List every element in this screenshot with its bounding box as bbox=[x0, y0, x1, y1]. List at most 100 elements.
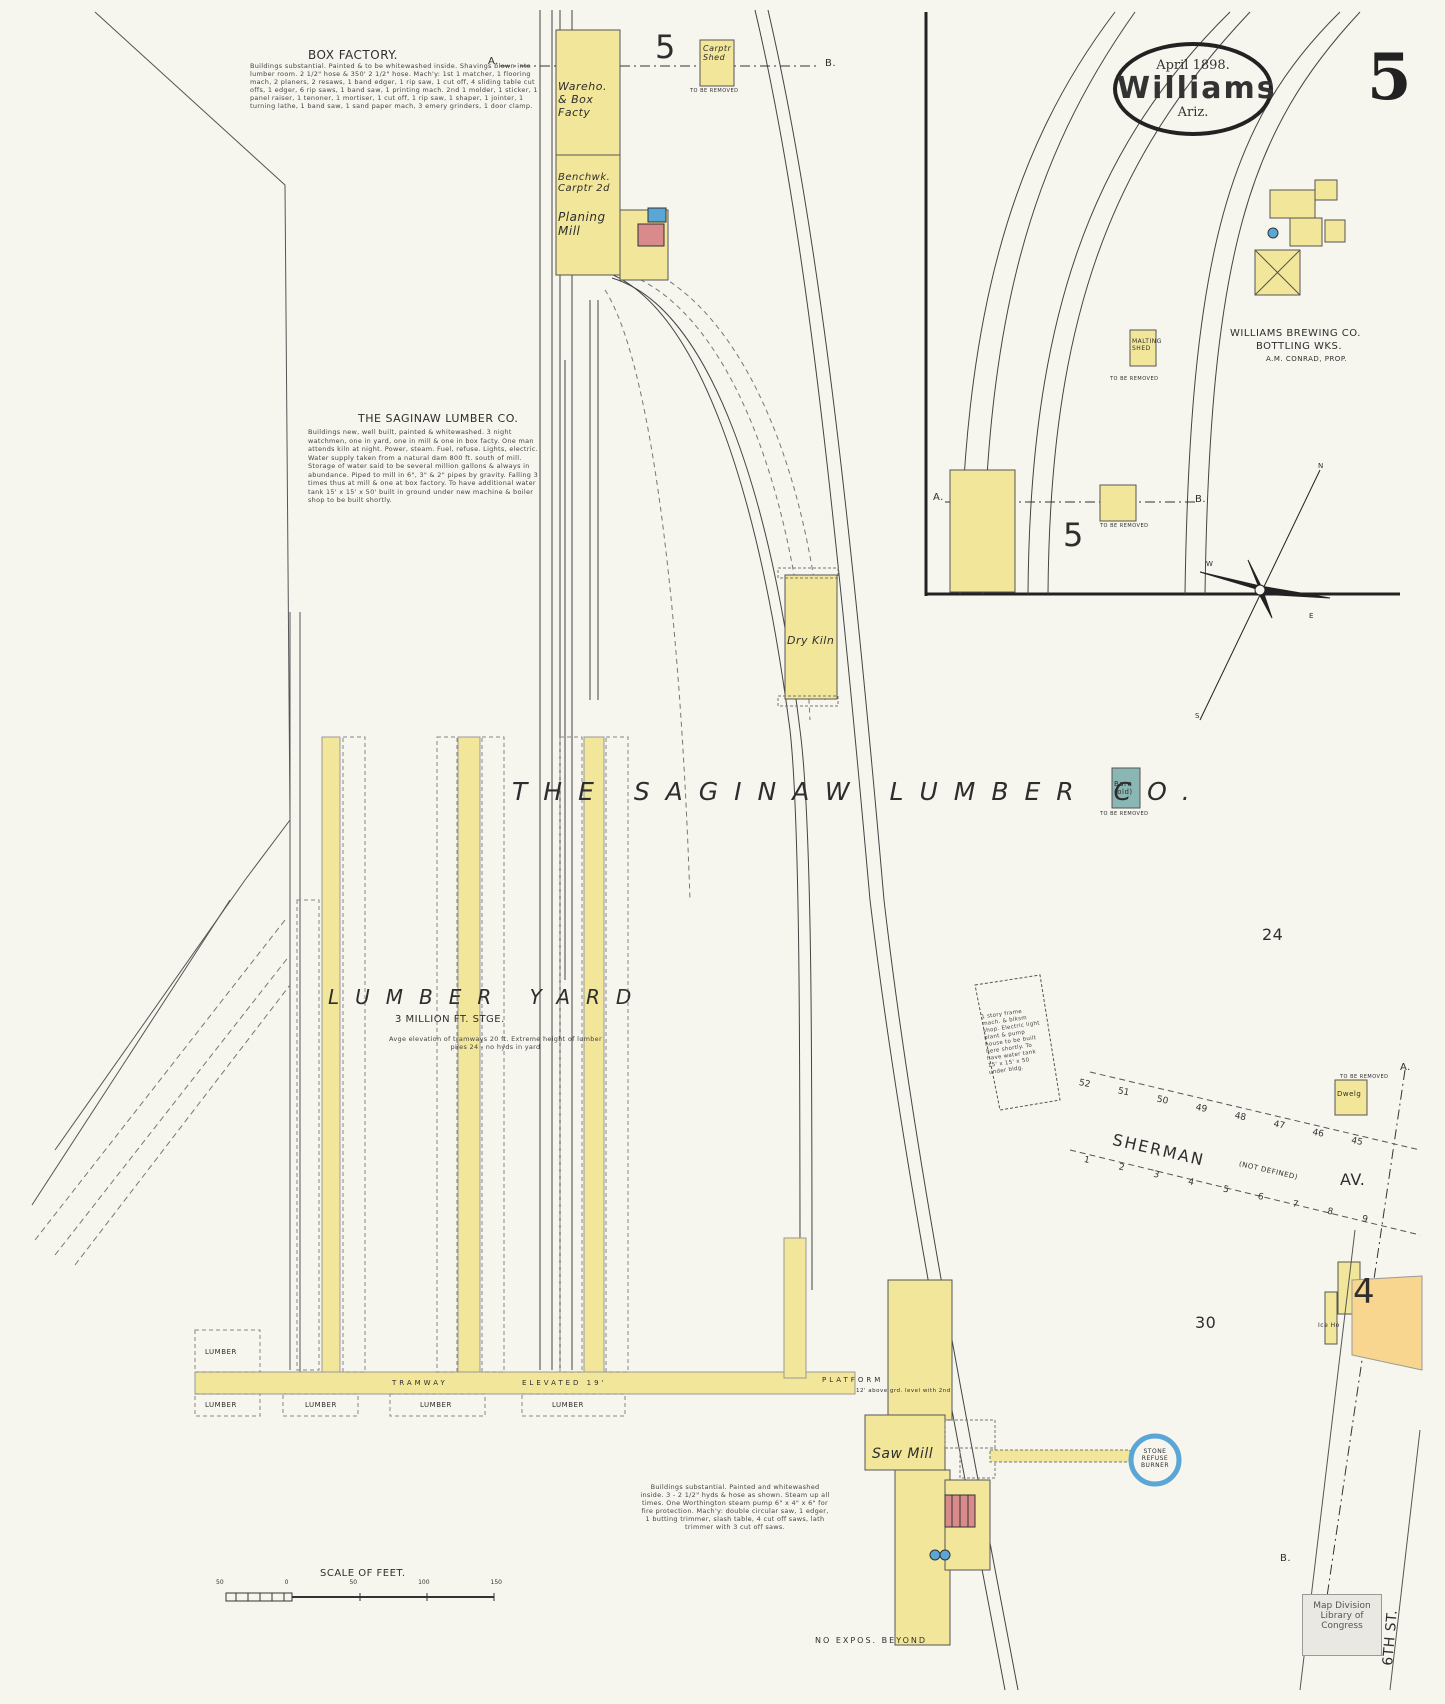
section-letter-b-inset: B. bbox=[1195, 494, 1207, 505]
scale-tick: 0 bbox=[284, 1579, 289, 1586]
ice-ho-label: Ice Ho bbox=[1318, 1322, 1340, 1329]
inset-frame bbox=[924, 12, 1400, 596]
block-number-5-top: 5 bbox=[655, 28, 676, 66]
lumber-yard-capacity: 3 million ft. stge. bbox=[395, 1014, 505, 1025]
saw-mill-label: Saw Mill bbox=[872, 1446, 934, 1462]
tramway-label: Tramway bbox=[392, 1379, 448, 1387]
scale-bar bbox=[225, 1592, 495, 1602]
brewery-name: Williams Brewing Co. bbox=[1230, 328, 1361, 339]
inset-tracks bbox=[959, 11, 1361, 595]
eastern-buildings bbox=[1324, 1079, 1423, 1371]
warehouse-label: Wareho. & Box Facty bbox=[558, 80, 608, 119]
block-number-4: 4 bbox=[1353, 1272, 1376, 1312]
section-letter-b-east: B. bbox=[1280, 1553, 1292, 1564]
lot-number: 47 bbox=[1272, 1119, 1286, 1132]
saginaw-note: Buildings new, well built, painted & whi… bbox=[308, 428, 539, 504]
scale-tick: 50 bbox=[216, 1579, 224, 1586]
section-letter-b-top: B. bbox=[825, 58, 837, 69]
library-stamp: Map Division Library of Congress bbox=[1302, 1594, 1382, 1656]
block-number-24: 24 bbox=[1262, 925, 1284, 944]
inset-buildings bbox=[949, 179, 1346, 809]
carptr-shed-removed: To be removed bbox=[690, 88, 739, 94]
section-letter-a-east: A. bbox=[1400, 1062, 1411, 1073]
tramways bbox=[194, 736, 856, 1395]
lot-number: 4 bbox=[1187, 1177, 1195, 1189]
title-city: Williams bbox=[1117, 71, 1277, 106]
brewery-sub: Bottling Wks. bbox=[1256, 341, 1342, 352]
compass-w: W bbox=[1206, 560, 1214, 568]
saw-mill-note: Buildings substantial. Painted and white… bbox=[640, 1483, 830, 1531]
section-letter-a-top: A. bbox=[488, 56, 499, 67]
scale-tick: 100 bbox=[418, 1579, 430, 1586]
block-number-30: 30 bbox=[1195, 1313, 1217, 1332]
no-expos-beyond-label: No Expos. Beyond bbox=[815, 1636, 928, 1645]
compass-e: E bbox=[1309, 612, 1314, 620]
barn-label: Barn (old) bbox=[1114, 780, 1133, 796]
dwelling-removed: To be removed bbox=[1340, 1074, 1389, 1080]
dwelling-label: Dwelg bbox=[1337, 1090, 1362, 1098]
lot-number: 7 bbox=[1291, 1199, 1300, 1211]
malting-shed-label: Malting Shed bbox=[1132, 338, 1162, 352]
compass-n: N bbox=[1318, 462, 1324, 470]
refuse-burner-label: Stone Refuse Burner bbox=[1140, 1448, 1170, 1469]
inset-e-removed: To be removed bbox=[1100, 523, 1149, 529]
sheet-number: 5 bbox=[1367, 40, 1412, 115]
lot-number: 49 bbox=[1194, 1102, 1208, 1115]
lumber-yard-label: Lumber Yard bbox=[328, 985, 648, 1009]
lot-number: 3 bbox=[1152, 1169, 1161, 1181]
lot-number: 45 bbox=[1350, 1135, 1364, 1149]
box-factory-buildings bbox=[555, 29, 839, 707]
lot-number: 52 bbox=[1077, 1078, 1092, 1091]
tramway-note: Avge elevation of tramways 20 ft. Extrem… bbox=[389, 1035, 602, 1051]
lot-number: 46 bbox=[1311, 1127, 1325, 1140]
company-name: The Saginaw Lumber Co. bbox=[512, 777, 1206, 806]
lot-number: 50 bbox=[1155, 1094, 1170, 1107]
engine-house-outline bbox=[974, 974, 1061, 1111]
carptr-shed-label: Carptr Shed bbox=[703, 44, 732, 62]
av-label: Av. bbox=[1340, 1170, 1366, 1189]
dry-kiln-label: Dry Kiln bbox=[787, 634, 835, 647]
elevated-label: Elevated 19' bbox=[522, 1379, 607, 1387]
benchwk-label: Benchwk. Carptr 2d bbox=[558, 172, 611, 194]
brewery-prop: A.M. Conrad, Prop. bbox=[1266, 355, 1348, 363]
engine-house-note: 1 story frame mach. & blksm shop. Electr… bbox=[980, 1008, 1041, 1076]
saginaw-heading: The Saginaw Lumber Co. bbox=[358, 412, 519, 425]
lot-number: 48 bbox=[1233, 1111, 1247, 1124]
malting-shed-removed: To be removed bbox=[1110, 376, 1159, 382]
lot-number: 6 bbox=[1256, 1191, 1265, 1203]
scale-tick: 150 bbox=[490, 1579, 502, 1586]
stamp-text: Map Division Library of Congress bbox=[1313, 1601, 1371, 1631]
title-date: April 1898. bbox=[1156, 58, 1230, 73]
planing-mill-label: Planing Mill bbox=[558, 210, 606, 238]
saw-mill-buildings bbox=[864, 1279, 1131, 1646]
west-boundary-lines bbox=[31, 11, 301, 1375]
platform-label: Platform bbox=[822, 1376, 884, 1384]
lumber-label-2: Lumber bbox=[205, 1401, 237, 1409]
lot-number: 5 bbox=[1221, 1184, 1230, 1196]
block-number-5-inset: 5 bbox=[1063, 516, 1084, 554]
refuse-burner bbox=[1128, 1433, 1182, 1487]
compass-s: S bbox=[1195, 712, 1200, 720]
lumber-label-3: Lumber bbox=[305, 1401, 337, 1409]
compass-rose bbox=[1199, 469, 1331, 721]
scale-ticks: 50 0 50 100 150 bbox=[216, 1579, 502, 1586]
box-factory-heading: Box Factory. bbox=[308, 48, 398, 62]
title-cartouche: April 1898. Williams Ariz. bbox=[1113, 42, 1277, 136]
platform-note: 12' above grd. level with 2nd bbox=[856, 1388, 951, 1394]
west-dashed-lines bbox=[34, 919, 291, 1266]
barn-removed: To be removed bbox=[1100, 811, 1149, 817]
lot-number: 8 bbox=[1326, 1206, 1334, 1218]
lumber-label-5: Lumber bbox=[552, 1401, 584, 1409]
sherman-street-lines bbox=[1069, 1071, 1421, 1236]
section-letter-a-inset: A. bbox=[933, 492, 944, 503]
lumber-label-1: Lumber bbox=[205, 1348, 237, 1356]
lot-number: 1 bbox=[1082, 1155, 1091, 1166]
scale-of-feet-label: Scale of Feet. bbox=[320, 1568, 406, 1579]
title-state: Ariz. bbox=[1177, 105, 1209, 120]
scale-tick: 50 bbox=[349, 1579, 358, 1586]
lot-number: 2 bbox=[1117, 1162, 1126, 1174]
lot-number: 51 bbox=[1116, 1086, 1131, 1099]
lumber-label-4: Lumber bbox=[420, 1401, 452, 1409]
box-factory-note: Buildings substantial. Painted & to be w… bbox=[250, 62, 538, 110]
